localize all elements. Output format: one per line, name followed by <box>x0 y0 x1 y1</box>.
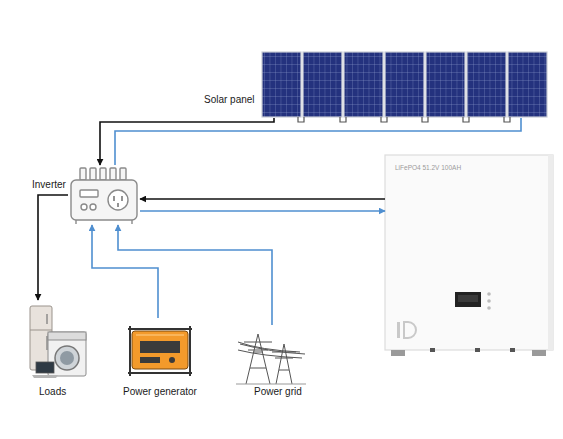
power-connector <box>140 210 385 212</box>
inverter-box: Inverter <box>68 165 140 225</box>
power-connector <box>92 225 158 318</box>
node-label: Power grid <box>254 386 302 397</box>
solar-panel-array: Solar panel <box>262 52 549 118</box>
battery-box: LiFePO4 51.2V 100AH <box>385 155 553 350</box>
power-connector <box>100 118 274 165</box>
loads-group: Loads <box>25 300 90 400</box>
solar-panels <box>262 52 547 122</box>
grid-box: Power grid <box>232 325 312 400</box>
node-label: LiFePO4 51.2V 100AH <box>395 164 461 171</box>
pylons-icon <box>236 334 306 384</box>
node-label: Inverter <box>32 179 66 190</box>
battery-cabinet <box>385 155 553 356</box>
node-label: Power generator <box>123 386 197 397</box>
inverter-icon <box>71 168 137 224</box>
power-connector <box>118 225 272 325</box>
generator-icon <box>128 326 192 376</box>
loads-icon <box>30 306 86 378</box>
power-connector <box>140 198 385 200</box>
generator-box: Power generator <box>118 318 210 400</box>
power-connector <box>38 195 68 300</box>
power-connector <box>115 118 521 165</box>
node-label: Loads <box>39 386 66 397</box>
node-label: Solar panel <box>204 94 255 105</box>
